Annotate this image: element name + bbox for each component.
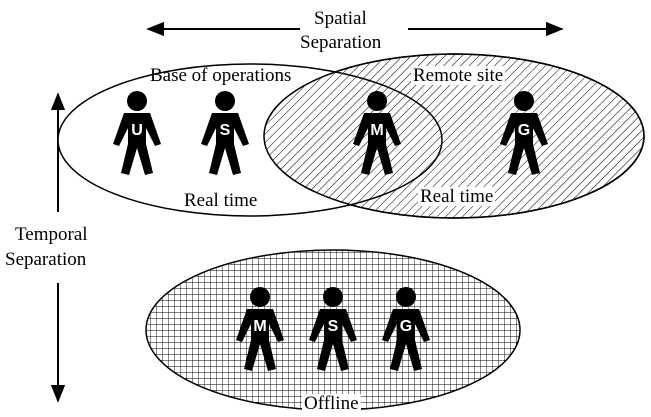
figure-letter: G <box>400 318 412 335</box>
figure-letter: U <box>131 122 143 139</box>
figure-offline-1: M <box>236 287 284 371</box>
remote-site-label: Remote site <box>411 65 506 86</box>
figure-letter: S <box>328 318 339 335</box>
figure-letter: G <box>518 122 530 139</box>
temporal-separation-label-line2: Separation <box>5 249 87 270</box>
figure-offline-2: S <box>309 287 357 371</box>
figure-base-2: S <box>201 91 249 175</box>
figure-letter: M <box>253 318 266 335</box>
figure-remote-1: G <box>500 91 548 175</box>
spatial-separation-label-line2: Separation <box>300 32 382 53</box>
figure-overlap-1: M <box>353 91 401 175</box>
figure-base-1: U <box>113 91 161 175</box>
figure-letter: S <box>220 122 231 139</box>
temporal-separation-label-line1: Temporal <box>15 224 88 245</box>
base-of-operations-label: Base of operations <box>150 65 292 86</box>
offline-label: Offline <box>302 393 361 414</box>
spatial-separation-label-line1: Spatial <box>314 8 367 29</box>
overlap-region <box>264 64 442 216</box>
figure-offline-3: G <box>382 287 430 371</box>
real-time-label-base: Real time <box>184 190 258 211</box>
figure-letter: M <box>370 122 383 139</box>
real-time-label-remote: Real time <box>418 186 496 207</box>
